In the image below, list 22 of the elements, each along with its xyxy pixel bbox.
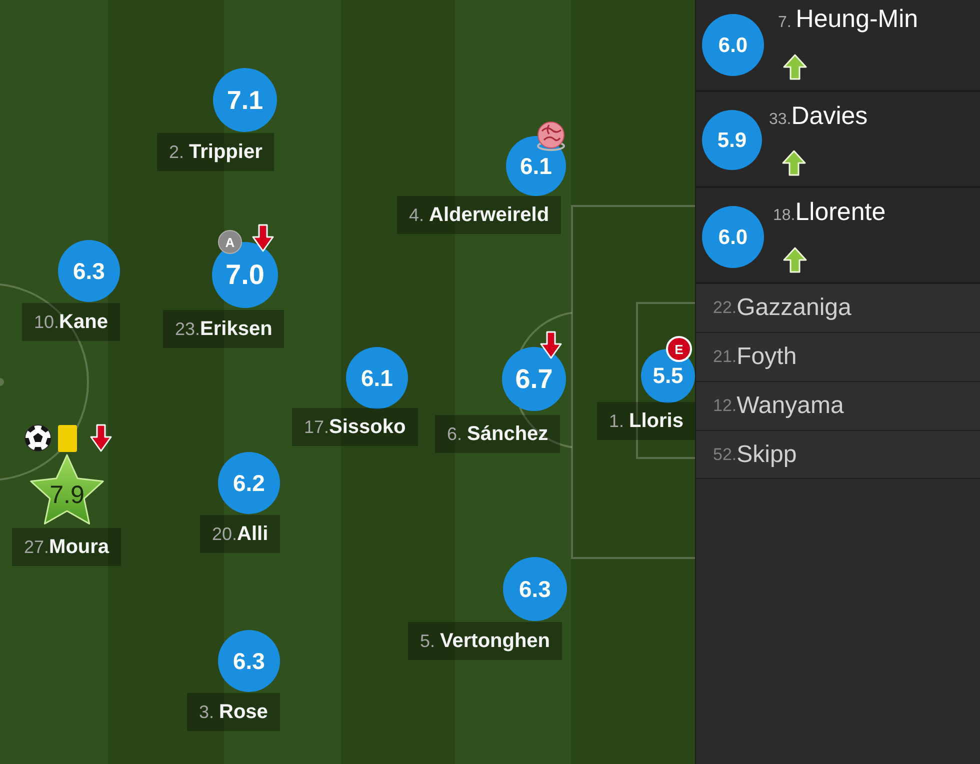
rating-circle: 5.9 bbox=[702, 110, 762, 170]
player-name-plate: 1. Lloris bbox=[597, 402, 696, 440]
player-name-plate: 3. Rose bbox=[187, 693, 280, 731]
rating-circle: 6.0 bbox=[702, 14, 764, 76]
rating-star: 7.9 bbox=[28, 453, 106, 527]
bench-row: 12.Wanyama bbox=[696, 382, 980, 431]
player-name: 18.Llorente bbox=[773, 197, 886, 227]
player-name: 7. Heung-Min bbox=[778, 4, 918, 34]
bench-row: 21.Foyth bbox=[696, 333, 980, 382]
bench-row: 22.Gazzaniga bbox=[696, 284, 980, 333]
player-name-plate: 17.Sissoko bbox=[292, 408, 418, 446]
player-name-plate: 20.Alli bbox=[200, 515, 280, 553]
player-name: 33.Davies bbox=[769, 101, 868, 131]
player-name-plate: 23.Eriksen bbox=[163, 310, 284, 348]
player-name-plate: 5. Vertonghen bbox=[408, 622, 562, 660]
player-name-plate: 6. Sánchez bbox=[435, 415, 560, 453]
bench-row: 52.Skipp bbox=[696, 431, 980, 479]
player-name-plate: 10.Kane bbox=[22, 303, 120, 341]
player-name-plate: 4. Alderweireld bbox=[397, 196, 562, 234]
rating-circle: 6.0 bbox=[702, 206, 764, 268]
player-name-plate: 27.Moura bbox=[12, 528, 122, 566]
player-name-plate: 2. Trippier bbox=[157, 133, 274, 171]
